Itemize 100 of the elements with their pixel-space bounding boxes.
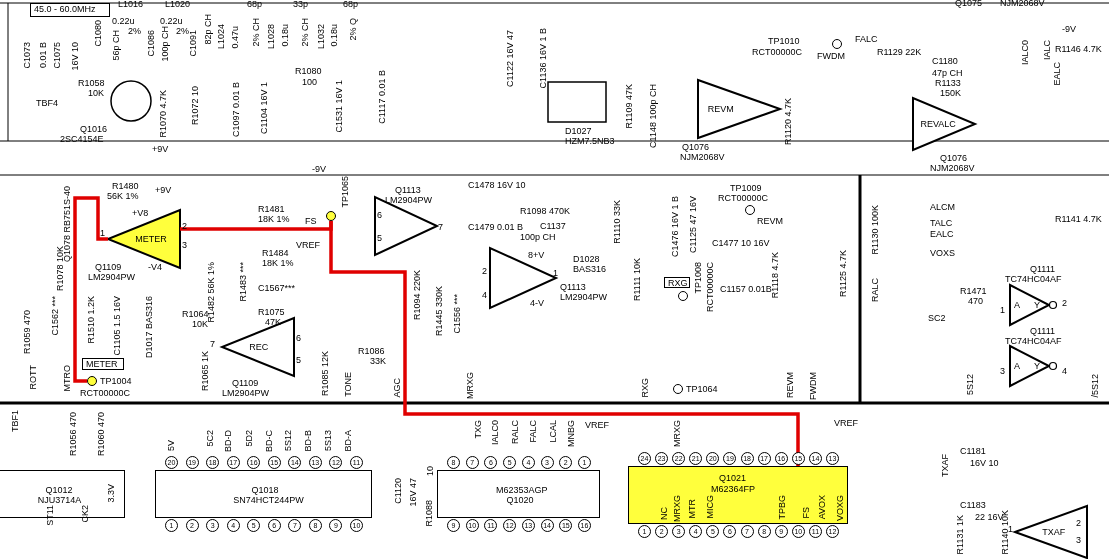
component-label: +9V (155, 185, 172, 195)
component-label: FWDM (808, 372, 818, 400)
part-label: TC74HC04AF (1005, 274, 1062, 284)
part-label: Q1109 (95, 262, 122, 272)
part-label: LM2904PW (385, 195, 433, 205)
component-label: IALC (1042, 40, 1052, 60)
component-label: R1141 4.7K (1055, 214, 1102, 224)
component-label: METER (86, 359, 118, 369)
component-label: 1 (553, 268, 558, 278)
component-label: ST11 (45, 505, 55, 526)
component-label: -9V (1062, 24, 1076, 34)
component-label: REVM (785, 372, 795, 398)
pin-name: Y (1034, 300, 1040, 310)
component-label: R1510 1.2K (86, 296, 96, 344)
test-point (87, 376, 97, 386)
component-label: L1024 (216, 24, 226, 50)
amplifier-symbol (222, 318, 294, 376)
component-label: 10 (425, 466, 435, 476)
component-label: 33K (370, 356, 386, 366)
part-label: RCT00000C (80, 388, 131, 398)
ic-chip (155, 470, 372, 518)
component-label: BD-C (264, 430, 274, 452)
component-label: MRXG (465, 372, 475, 399)
component-label: R1445 330K (434, 286, 444, 337)
component-label: VOXS (930, 248, 955, 258)
component-label: RXG (640, 378, 650, 398)
test-point (832, 39, 842, 49)
component-label: 470 (968, 296, 984, 306)
chip-label: M62364FP (711, 484, 756, 494)
component-label: R1085 12K (320, 351, 330, 397)
component-label: 2% CH (300, 18, 310, 47)
component-label: 2SC4154E (60, 134, 104, 144)
chip-label: Q1020 (506, 495, 534, 505)
part-label: TP1009 (730, 183, 762, 193)
component-label: +V8 (132, 208, 149, 218)
component-label: 16V 10 (970, 458, 999, 468)
component-label: 0.22u (112, 16, 135, 26)
component-label: 82p CH (203, 14, 213, 45)
component-label: C1531 16V 1 (334, 80, 344, 133)
component-label: FALC (528, 420, 538, 443)
component-label: 2 (1062, 298, 1067, 308)
chip-label: NJU3714A (37, 495, 82, 505)
component-label: C1181 (960, 446, 986, 456)
component-label: D1028 (573, 254, 600, 264)
part-label: LM2904PW (560, 292, 608, 302)
component-label: R1483 *** (238, 262, 248, 302)
component-label: 5D2 (244, 430, 254, 447)
component-label: RALC (510, 420, 520, 444)
component-label: 18K 1% (262, 258, 294, 268)
component-label: R1130 100K (870, 205, 880, 255)
amplifier-symbol (913, 98, 975, 150)
component-label: TALC (930, 218, 953, 228)
component-label: 5S12 (283, 430, 293, 452)
component-label: 0.47u (230, 26, 240, 49)
component-label: REVALC (920, 119, 956, 129)
component-label: R1059 470 (22, 310, 32, 355)
chip-label: M62353AGP (496, 485, 548, 495)
component-label: 16V 47 (408, 478, 418, 507)
component-label: MNBG (566, 420, 576, 447)
component-label: C1097 0.01 B (231, 82, 241, 138)
component-label: R1080 (295, 66, 322, 76)
component-label: MTRO (62, 365, 72, 392)
component-label: Q1075 (955, 0, 983, 8)
component-label: 47p CH (932, 68, 963, 78)
pin-name: A (1014, 361, 1020, 371)
test-point (326, 211, 336, 221)
component-label: 10K (88, 88, 104, 98)
component-label: L1032 (316, 24, 326, 50)
component-label: BD-B (303, 430, 313, 452)
component-label: C1567*** (258, 283, 296, 293)
pin-name: TPBG (777, 495, 787, 520)
component-label: R1064 (182, 309, 209, 319)
part-label: Q1113 (560, 282, 586, 292)
component-label: VREF (834, 418, 858, 428)
ic-chip (437, 470, 600, 518)
component-label: R1146 4.7K (1055, 44, 1102, 54)
part-label: REVM (757, 216, 783, 226)
part-label: Q1109 (232, 378, 259, 388)
component-label: BD-A (343, 430, 353, 452)
component-label: Q1016 (80, 124, 108, 134)
signal-path (73, 196, 108, 383)
component-label: REC (249, 342, 269, 352)
component-label: 2% CH (251, 18, 261, 47)
component-label: R1109 47K (624, 84, 634, 129)
component-label: 2 (1076, 518, 1081, 528)
component-label: -V4 (148, 262, 162, 272)
ic-chip (628, 466, 848, 524)
component-label: 0.18u (280, 24, 290, 47)
component-label: C1122 16V 47 (505, 30, 515, 87)
part-label: TP1004 (100, 376, 132, 386)
component-label: Q1078 RB751S-40 (62, 186, 72, 263)
component-label: MRXG (672, 420, 682, 447)
test-point (678, 291, 688, 301)
component-label: BD-D (223, 430, 233, 452)
component-label: 22 16V (975, 512, 1004, 522)
component-label: C1104 16V 1 (259, 82, 269, 134)
component-label: R1484 (262, 248, 289, 258)
component-label: 3.3V (106, 484, 116, 503)
component-label: ALCM (930, 202, 955, 212)
pin-name: NC (659, 507, 669, 520)
